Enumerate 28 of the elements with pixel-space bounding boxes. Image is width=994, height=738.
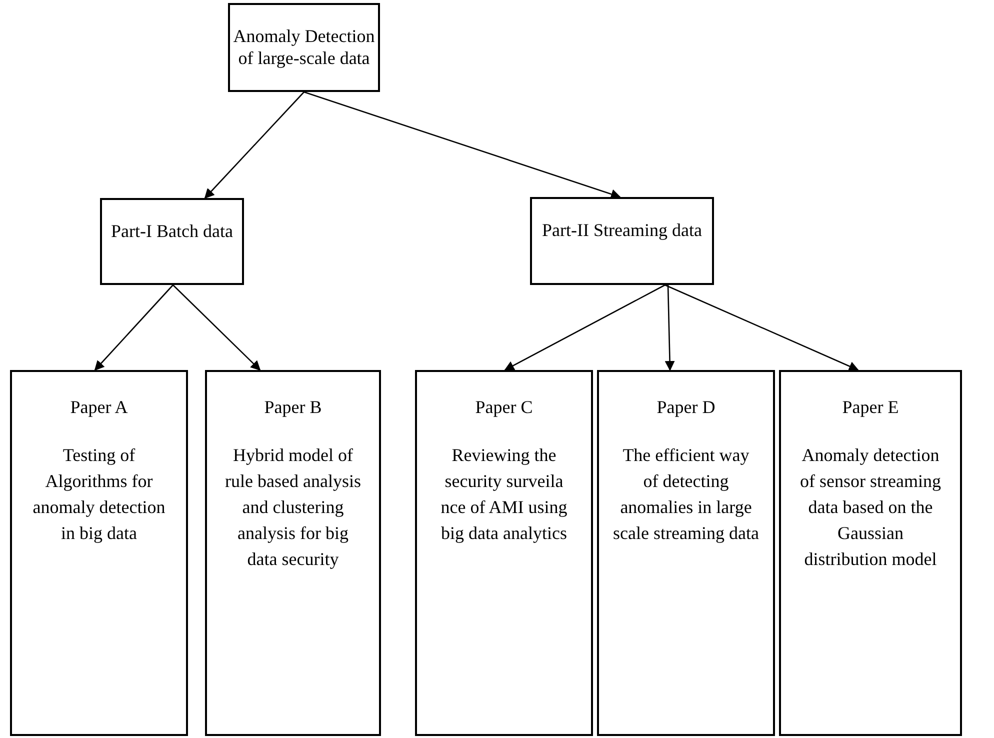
arrow <box>664 284 859 371</box>
node-label: Anomaly Detection of large-scale data <box>232 25 376 69</box>
node-label: Part-II Streaming data <box>541 219 703 241</box>
paper-heading: Paper B <box>263 396 323 418</box>
paper-box <box>205 370 381 736</box>
paper-description: Hybrid model of rule based analysis and clustering analysis for big data security <box>224 444 362 571</box>
category-box <box>100 198 244 285</box>
paper-heading: Paper C <box>474 396 534 418</box>
arrow <box>204 92 304 199</box>
paper-box <box>779 370 962 736</box>
paper-heading: Paper E <box>841 396 900 418</box>
paper-heading: Paper A <box>69 396 129 418</box>
paper-description: Reviewing the security surveila nce of AMI using big data analytics <box>440 444 568 545</box>
arrow <box>172 284 261 371</box>
paper-box <box>10 370 188 736</box>
paper-box <box>415 370 593 736</box>
paper-description: Testing of Algorithms for anomaly detection in big data <box>32 444 166 545</box>
arrow <box>504 284 666 371</box>
arrow <box>304 91 621 199</box>
paper-box <box>597 370 775 736</box>
paper-description: Anomaly detection of sensor streaming data based on the Gaussian distribution model <box>799 444 942 571</box>
category-box <box>530 197 714 285</box>
arrow <box>664 284 675 371</box>
title-box <box>228 3 380 92</box>
arrow <box>94 284 174 371</box>
paper-heading: Paper D <box>656 396 716 418</box>
paper-description: The efficient way of detecting anomalies in large scale streaming data <box>612 444 760 545</box>
node-label: Part-I Batch data <box>110 220 234 242</box>
